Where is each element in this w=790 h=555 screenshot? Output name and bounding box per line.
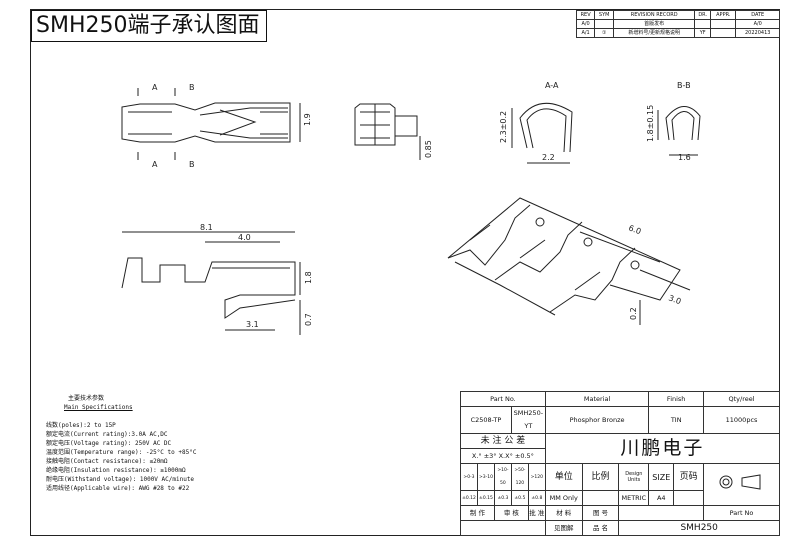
tol-4: ±0.5 [510, 490, 529, 506]
technical-drawing: A B A B A-A B-B 1.9 0.85 2.3±0.2 2.2 1.8… [121, 81, 701, 335]
approve-label: 批 准 [527, 505, 546, 521]
make-label: 制 作 [460, 505, 495, 521]
range-4: >50-120 [510, 463, 529, 491]
spec-heading: 主要技术参数 [68, 395, 105, 402]
section-b-label: B [189, 160, 195, 169]
section-a-label: A [152, 83, 158, 92]
projection-symbol [703, 463, 780, 506]
size-value: A4 [648, 490, 675, 506]
dim-0-2: 0.2 [629, 307, 638, 320]
qty-header: Qty/reel [703, 391, 780, 407]
qty-value: 11000pcs [703, 406, 780, 434]
spec-line: 绝缘电阻(Insulation resistance): ≥1000mΩ [46, 467, 186, 474]
dim-1-8: 1.8 [304, 271, 313, 284]
spec-line: 线数(poles):2 to 15P [46, 422, 116, 429]
spec-line: 额定电压(Voltage rating): 250V AC DC [46, 440, 172, 447]
dim-0-85: 0.85 [424, 140, 433, 158]
page-title: SMH250端子承认图面 [31, 10, 267, 42]
dim-1-8b: 1.8±0.15 [646, 105, 655, 142]
page-value [673, 490, 705, 506]
dim-3-0: 3.0 [667, 293, 682, 306]
part-no-header: Part No. [460, 391, 546, 407]
tol-1: ±0.12 [460, 490, 478, 506]
section-aa [519, 102, 573, 153]
spec-line: 额定电流(Current rating):3.0A AC,DC [46, 431, 168, 438]
rev-cell: A/1 [575, 28, 596, 38]
dim-8-1: 8.1 [200, 223, 213, 232]
partno-label: Part No [703, 505, 780, 521]
scale-header: 比例 [581, 463, 620, 491]
drawing-no-label: 图 号 [581, 505, 620, 521]
rev-cell [710, 28, 737, 38]
rev-cell: 20220413 [735, 28, 780, 38]
material-cn-label: 材 料 [544, 505, 583, 521]
finish-header: Finish [648, 391, 705, 407]
size-header: SIZE [648, 463, 675, 491]
tolerance-angles: X.° ±3° X.X° ±0.5° [460, 448, 546, 464]
revision-table: REV SYM REVISION RECORD DR. APPR. DATE A… [575, 10, 780, 38]
dim-2-2: 2.2 [542, 153, 555, 162]
section-bb [665, 106, 701, 141]
terminal-strip-iso [447, 197, 681, 316]
section-a-label: A [152, 160, 158, 169]
range-2: >3-10 [476, 463, 495, 491]
title-block: Part No. Material Finish Qty/reel C2508-… [460, 391, 781, 536]
drawing-frame [30, 9, 780, 536]
range-1: >0-3 [460, 463, 478, 491]
company-name: 川鹏电子 [544, 433, 781, 464]
terminal-end-view [354, 103, 418, 146]
unit-header: 单位 [544, 463, 583, 491]
part-no-1: C2508-TP [460, 406, 512, 434]
name-label: 品 名 [581, 520, 620, 536]
part-no-2: SMH250-YT [510, 406, 546, 434]
tolerance-header: 未 注 公 差 [460, 433, 546, 449]
tol-5: ±0.8 [527, 490, 546, 506]
spec-line: 接触电阻(Contact resistance): ≤20mΩ [46, 458, 168, 465]
dim-4-0: 4.0 [238, 233, 251, 242]
specifications: 主要技术参数 Main Specifications 线数(poles):2 t… [46, 394, 196, 493]
review-label: 审 核 [493, 505, 529, 521]
spec-line: 温度范围(Temperature range): -25°C to +85°C [46, 449, 197, 456]
dim-3-1: 3.1 [246, 320, 259, 329]
tol-3: ±0.3 [493, 490, 512, 506]
blank-cell [460, 520, 546, 536]
dim-6-0: 6.0 [627, 223, 642, 236]
page-header: 页码 [673, 463, 705, 491]
section-b-label: B [189, 83, 195, 92]
range-5: >120 [527, 463, 546, 491]
tol-2: ±0.15 [476, 490, 495, 506]
section-bb-title: B-B [677, 81, 691, 90]
terminal-side-view [121, 257, 296, 319]
spec-line: 耐电压(Withstand voltage): 1000V AC/minute [46, 476, 195, 483]
terminal-top-view [121, 102, 291, 143]
range-3: >10-50 [493, 463, 512, 491]
spec-heading-en: Main Specifications [64, 404, 133, 411]
drawing-no-value [618, 505, 705, 521]
dim-1-6: 1.6 [678, 153, 691, 162]
product-name: SMH250 [618, 520, 780, 536]
projection-icon [719, 474, 761, 490]
finish-value: TIN [648, 406, 705, 434]
ref-label: 见图解 [544, 520, 583, 536]
design-value: METRIC [618, 490, 650, 506]
dim-1-9: 1.9 [303, 113, 312, 126]
design-units-header: Design Units [618, 463, 650, 491]
unit-value: MM Only [544, 490, 583, 506]
dim-0-7: 0.7 [304, 313, 313, 326]
section-aa-title: A-A [545, 81, 559, 90]
material-value: Phosphor Bronze [544, 406, 650, 434]
material-header: Material [544, 391, 650, 407]
scale-value [581, 490, 620, 506]
spec-line: 适用线径(Applicable wire): AWG #28 to #22 [46, 485, 190, 492]
dim-2-3: 2.3±0.2 [499, 111, 508, 143]
